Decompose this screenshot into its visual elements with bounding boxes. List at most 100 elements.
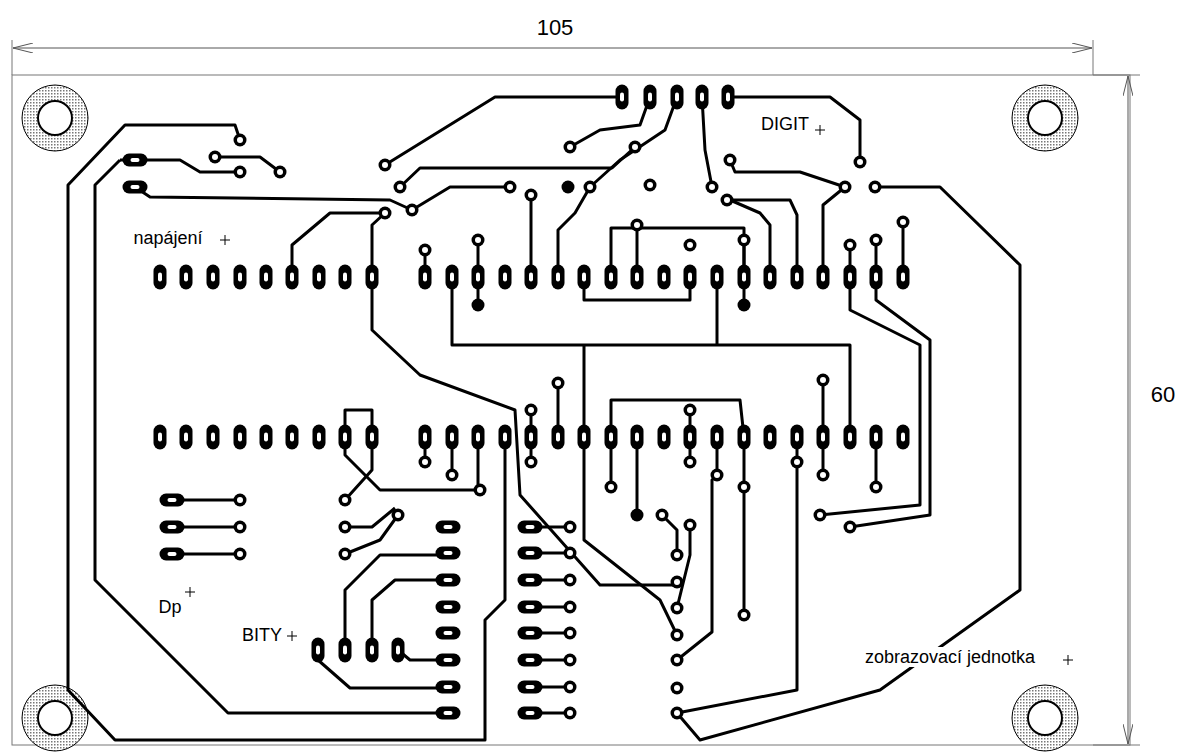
solder-pad (366, 265, 379, 290)
solder-pad (180, 265, 193, 290)
solder-pad (446, 265, 459, 290)
copper-trace (820, 277, 920, 515)
solder-pad (123, 154, 148, 167)
via (234, 521, 247, 534)
via (791, 456, 804, 469)
solder-pad (578, 265, 591, 290)
via (234, 166, 247, 179)
solder-pad (644, 85, 657, 110)
solder-pad (616, 85, 629, 110)
dimension-label: 105 (534, 15, 577, 40)
solder-pad (499, 265, 512, 290)
solder-pad (738, 425, 751, 450)
via (671, 654, 684, 667)
solder-pad (578, 425, 591, 450)
via (839, 181, 852, 194)
extension-line (1093, 745, 1140, 746)
solder-pad (791, 425, 804, 450)
copper-trace (677, 437, 717, 660)
solder-pad (436, 654, 461, 667)
via (392, 509, 405, 522)
solder-pad (419, 265, 432, 290)
solder-pad (658, 425, 671, 450)
solder-pad (339, 638, 352, 663)
solder-pad (525, 425, 538, 450)
solder-pad (160, 494, 185, 507)
via (564, 601, 577, 614)
solder-pad (260, 425, 273, 450)
via (564, 681, 577, 694)
via (671, 629, 684, 642)
filled-via (631, 509, 644, 522)
solder-pad (518, 654, 543, 667)
solder-pad (260, 265, 273, 290)
solder-pad (552, 425, 565, 450)
via (552, 377, 565, 390)
via (564, 707, 577, 720)
via (446, 469, 459, 482)
dimension-line (1128, 76, 1129, 744)
copper-trace (452, 277, 850, 437)
copper-trace (345, 437, 480, 490)
silkscreen-label: Dp (155, 597, 184, 618)
solder-pad (446, 425, 459, 450)
solder-pad (658, 265, 671, 290)
copper-trace (400, 147, 635, 187)
via (671, 602, 684, 615)
solder-pad (123, 181, 148, 194)
solder-pad (518, 627, 543, 640)
copper-trace (318, 650, 448, 688)
solder-pad (436, 521, 461, 534)
via (584, 181, 597, 194)
solder-pad (696, 85, 709, 110)
board-outline (12, 75, 1130, 745)
via (234, 494, 247, 507)
via (339, 494, 352, 507)
copper-trace (823, 187, 845, 277)
mounting-hole-bore (1028, 701, 1062, 735)
dimension-line (13, 48, 1092, 49)
via (671, 707, 684, 720)
via (870, 481, 883, 494)
solder-pad (472, 425, 485, 450)
via (504, 181, 517, 194)
copper-trace (135, 187, 412, 210)
via (684, 519, 697, 532)
via (814, 509, 827, 522)
via (844, 239, 857, 252)
via (817, 469, 830, 482)
solder-pad (897, 265, 910, 290)
via (724, 154, 737, 167)
origin-cross (815, 125, 825, 135)
via (525, 404, 538, 417)
copper-trace (570, 97, 650, 147)
copper-trace (372, 580, 448, 650)
via (684, 456, 697, 469)
origin-cross (185, 587, 195, 597)
filled-via (472, 299, 485, 312)
copper-trace (730, 160, 845, 187)
solder-pad (844, 425, 857, 450)
solder-pad (160, 521, 185, 534)
via (870, 234, 883, 247)
via (656, 509, 669, 522)
solder-pad (605, 425, 618, 450)
solder-pad (436, 574, 461, 587)
via (564, 141, 577, 154)
filled-via (562, 181, 575, 194)
via (684, 404, 697, 417)
via (897, 216, 910, 229)
via (379, 159, 392, 172)
via (234, 548, 247, 561)
via (564, 547, 577, 560)
extension-line (1093, 40, 1094, 75)
mounting-hole (1012, 85, 1078, 151)
solder-pad (312, 638, 325, 663)
solder-pad (313, 265, 326, 290)
solder-pad (518, 601, 543, 614)
mounting-hole-bore (38, 701, 72, 735)
solder-pad (339, 265, 352, 290)
solder-pad (844, 265, 857, 290)
copper-trace (677, 437, 797, 713)
